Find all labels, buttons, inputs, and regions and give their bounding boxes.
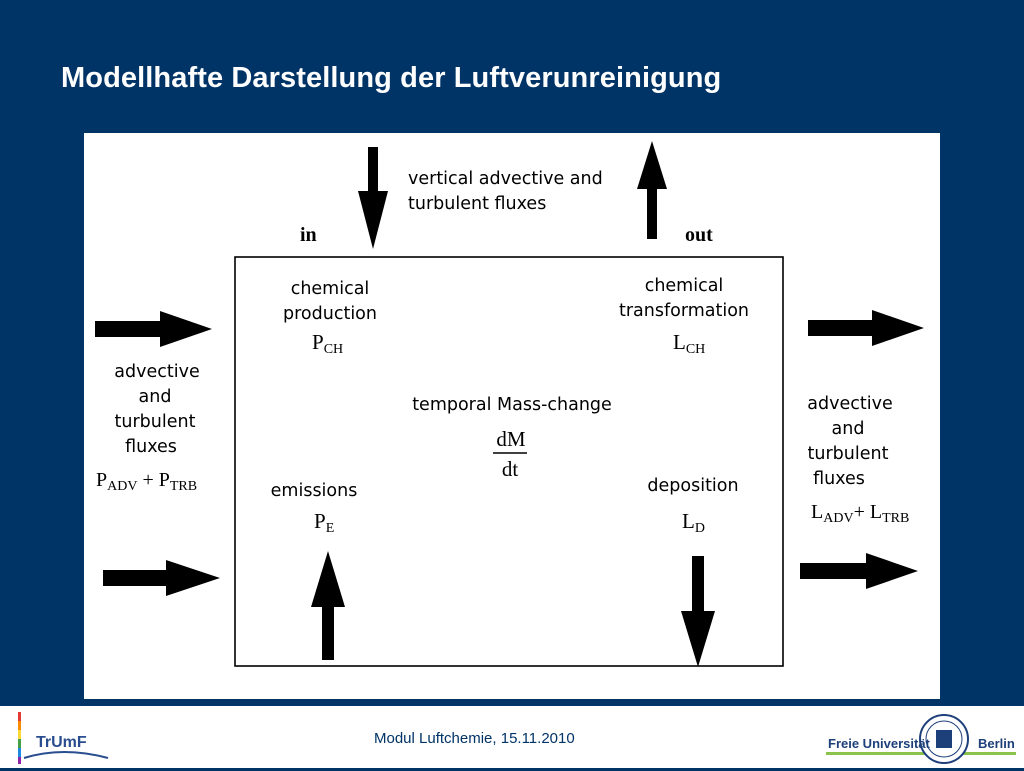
fu-seal-graphic	[826, 714, 1016, 764]
arrow-emissions-up	[311, 551, 345, 660]
trumf-logo-text: TrUmF	[36, 734, 87, 751]
in-label: in	[300, 224, 317, 246]
emissions-label: emissions	[270, 481, 358, 501]
left-fluxes-line3: turbulent	[114, 412, 196, 432]
fu-berlin-logo: Freie Universität Berlin	[826, 712, 1016, 766]
diagram-arrows	[95, 141, 924, 667]
left-fluxes-line2: and	[138, 387, 172, 407]
fraction-numerator: dM	[496, 427, 526, 451]
right-fluxes-line2: and	[831, 419, 865, 439]
diagram-panel: in out vertical advective and turbulent …	[84, 133, 940, 699]
left-fluxes-line4: fluxes	[125, 437, 177, 457]
fraction-denominator: dt	[501, 457, 519, 481]
right-fluxes-line1: advective	[807, 394, 893, 414]
arrow-in-down	[358, 147, 388, 249]
arrow-right-lower	[800, 553, 918, 589]
footer-bar: TrUmF Modul Luftchemie, 15.11.2010 Freie…	[0, 706, 1024, 768]
right-fluxes-formula: LADV+ LTRB	[811, 501, 910, 526]
trumf-logo-graphic	[18, 712, 109, 764]
chemical-transformation-line1: chemical	[644, 276, 724, 296]
symbol-l-d: LD	[682, 509, 705, 536]
chemical-production-line2: production	[283, 304, 377, 324]
arrow-deposition-down	[681, 556, 715, 667]
right-fluxes-line4: fluxes	[813, 469, 865, 489]
vertical-fluxes-line1: vertical advective and	[408, 169, 603, 189]
arrow-left-lower	[103, 560, 220, 596]
arrow-out-up	[637, 141, 667, 239]
slide-title: Modellhafte Darstellung der Luftverunrei…	[61, 62, 722, 94]
chemical-production-line1: chemical	[290, 279, 370, 299]
arrow-right-upper	[808, 310, 924, 346]
right-fluxes-line3: turbulent	[807, 444, 889, 464]
vertical-fluxes-line2: turbulent fluxes	[408, 194, 547, 214]
left-fluxes-formula: PADV + PTRB	[96, 469, 198, 494]
symbol-p-ch: PCH	[312, 330, 344, 357]
deposition-label: deposition	[647, 476, 739, 496]
left-fluxes-line1: advective	[114, 362, 200, 382]
fu-logo-text-right: Berlin	[978, 736, 1015, 751]
symbol-l-ch: LCH	[673, 330, 706, 357]
out-label: out	[685, 224, 713, 246]
footer-text: Modul Luftchemie, 15.11.2010	[374, 730, 575, 747]
fu-logo-text-left: Freie Universität	[828, 736, 930, 751]
trumf-logo: TrUmF	[8, 712, 113, 764]
arrow-left-upper	[95, 311, 212, 347]
temporal-mass-change-label: temporal Mass-change	[412, 395, 612, 415]
control-volume-box	[234, 256, 784, 667]
symbol-p-e: PE	[314, 509, 335, 536]
chemical-transformation-line2: transformation	[618, 301, 750, 321]
